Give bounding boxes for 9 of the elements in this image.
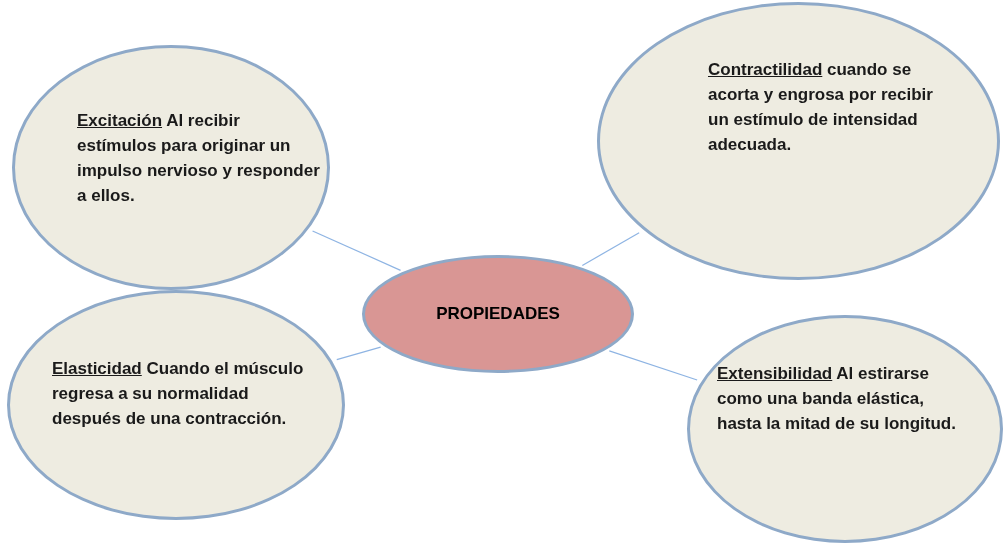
connector-line: [311, 230, 402, 271]
property-description: Extensibilidad Al estirarse como una banda elástica, hasta la mitad de su longitud.: [717, 363, 957, 435]
property-description: Excitación Al recibir estímulos para originar un impulso nervioso y responder a ellos.: [77, 110, 321, 207]
central-title: PROPIEDADES: [436, 303, 560, 326]
property-description: Contractilidad cuando se acorta y engrosa por recibir un estímulo de intensidad adecuada.: [708, 59, 934, 156]
connector-line: [581, 232, 640, 267]
connector-line: [336, 346, 382, 361]
connector-line: [608, 350, 698, 381]
property-description: Elasticidad Cuando el músculo regresa a su normalidad después de una contracción.: [52, 358, 305, 430]
